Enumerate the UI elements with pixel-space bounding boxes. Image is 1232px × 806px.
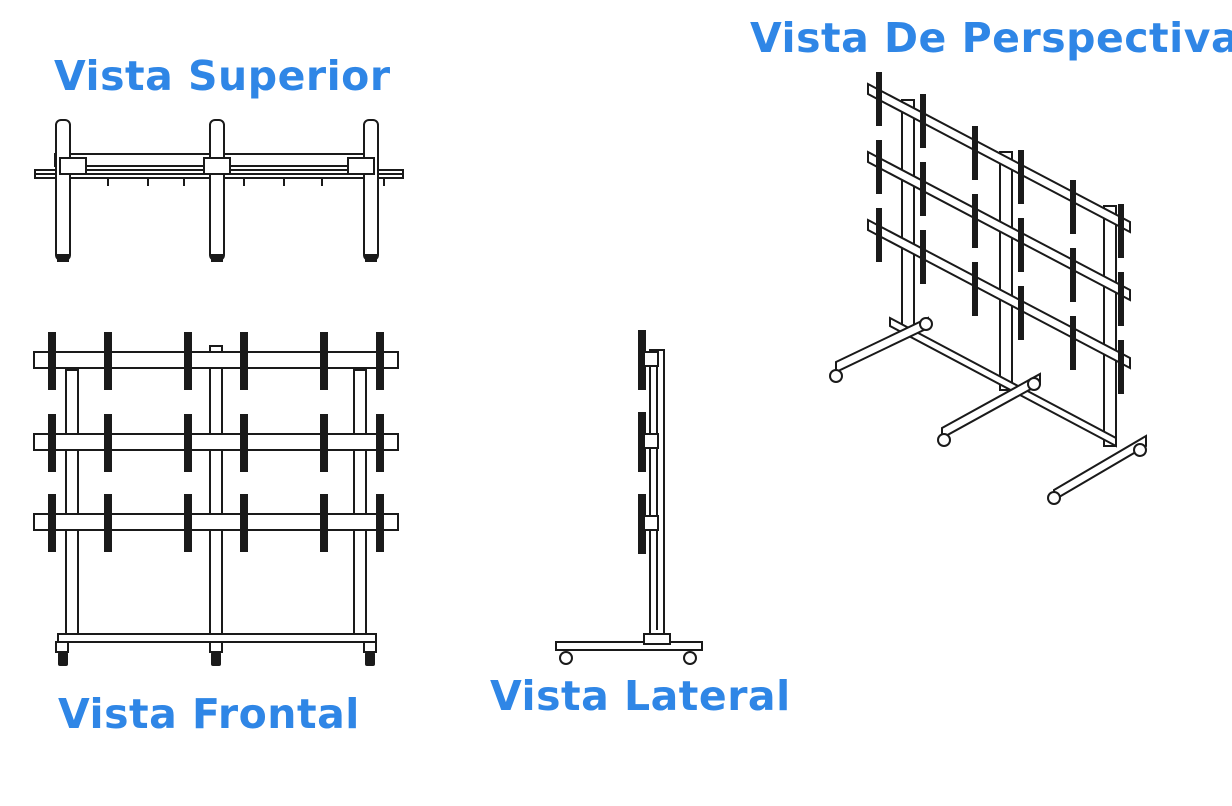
- top-view-label: Vista Superior: [54, 52, 391, 100]
- side-view-mounts: [638, 330, 659, 554]
- front-view-rails: [33, 351, 399, 531]
- front-view-mount-arms: [48, 332, 384, 552]
- perspective-view-label: Vista De Perspectiva: [750, 14, 1232, 62]
- side-view-base: [555, 633, 703, 665]
- side-view-post: [649, 349, 665, 643]
- perspective-view-base: [829, 316, 1147, 505]
- top-view-posts: [55, 119, 379, 262]
- top-view-brackets: [59, 157, 385, 186]
- side-view-label: Vista Lateral: [490, 672, 791, 720]
- front-view-base: [55, 633, 377, 666]
- perspective-view-rails: [867, 82, 1131, 370]
- front-view-label: Vista Frontal: [58, 690, 360, 738]
- perspective-view-mount-arms: [876, 72, 1124, 394]
